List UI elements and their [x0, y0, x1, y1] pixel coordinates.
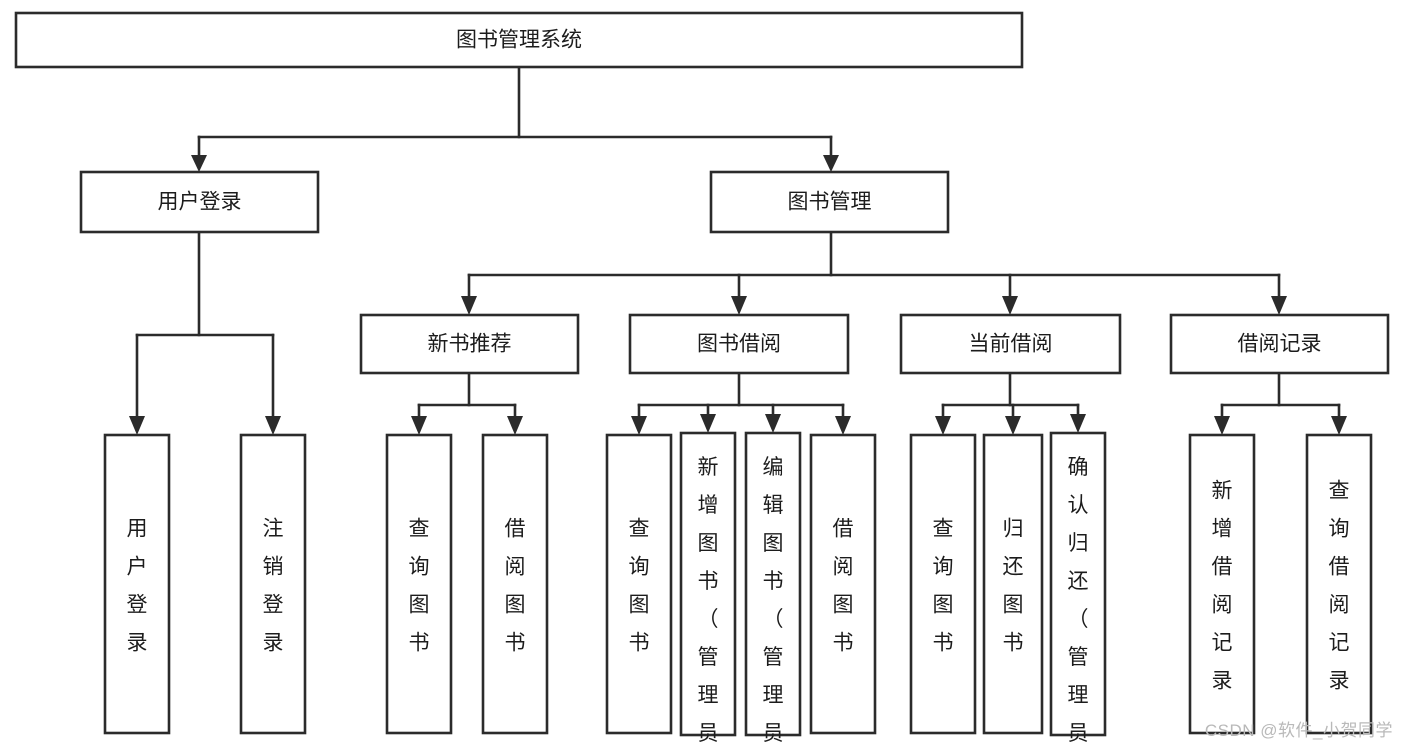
arrow-head-leaf-confirm-return	[1070, 414, 1086, 433]
arrow-head-current-borrow	[1002, 296, 1018, 315]
leaf-query-book-newbooks-label: 查询图书	[409, 517, 430, 654]
leaf-query-book-newbooks-box[interactable]	[385, 433, 453, 735]
node-current-borrow-box[interactable]	[899, 313, 1122, 375]
node-book-management[interactable]: 图书管理	[709, 170, 950, 234]
leaf-borrow-book-borrow[interactable]: 借阅图书	[809, 433, 877, 735]
leaf-query-book-borrow-label: 查询图书	[629, 517, 650, 654]
node-new-book-recommend[interactable]: 新书推荐	[359, 313, 580, 375]
leaf-query-book-borrow-box[interactable]	[605, 433, 673, 735]
node-borrow-records-label: 借阅记录	[1238, 333, 1322, 356]
node-borrow-records-box[interactable]	[1169, 313, 1390, 375]
leaf-add-book-admin[interactable]: 新增图书（管理员）	[679, 431, 737, 747]
leaf-return-book-box[interactable]	[982, 433, 1044, 735]
leaf-edit-book-admin-box[interactable]	[744, 431, 802, 737]
node-new-book-recommend-box[interactable]	[359, 313, 580, 375]
leaf-user-login-box[interactable]	[103, 433, 171, 735]
node-book-borrow-label: 图书借阅	[697, 333, 781, 356]
arrow-head-leaf-query-book-2	[631, 416, 647, 435]
node-root[interactable]: 图书管理系统	[14, 11, 1024, 69]
leaf-logout-label: 注销登录	[263, 517, 284, 654]
arrow-head-leaf-logout	[265, 416, 281, 435]
node-user-login-label: 用户登录	[158, 191, 242, 214]
arrow-head-user-login	[191, 155, 207, 172]
leaf-user-login[interactable]: 用户登录	[103, 433, 171, 735]
arrow-head-leaf-borrow-book-1	[507, 416, 523, 435]
arrow-head-leaf-user-login	[129, 416, 145, 435]
leaf-borrow-book-newbooks[interactable]: 借阅图书	[481, 433, 549, 735]
node-book-management-box[interactable]	[709, 170, 950, 234]
node-borrow-records[interactable]: 借阅记录	[1169, 313, 1390, 375]
leaf-query-book-newbooks[interactable]: 查询图书	[385, 433, 453, 735]
leaf-layer: 用户登录 注销登录 查询图书 借阅图书 查询图书 新增图书（管理员） 编辑图书（…	[103, 431, 1373, 747]
node-user-login[interactable]: 用户登录	[79, 170, 320, 234]
node-new-book-recommend-label: 新书推荐	[428, 333, 512, 356]
leaf-confirm-return-admin[interactable]: 确认归还（管理员）	[1049, 431, 1107, 747]
leaf-query-borrow-record-label: 查询借阅记录	[1329, 479, 1350, 692]
node-root-label: 图书管理系统	[456, 29, 582, 52]
leaf-borrow-book-borrow-label: 借阅图书	[833, 517, 854, 654]
leaf-query-book-current[interactable]: 查询图书	[909, 433, 977, 735]
leaf-add-book-admin-box[interactable]	[679, 431, 737, 737]
leaf-confirm-return-admin-box[interactable]	[1049, 431, 1107, 737]
leaf-add-borrow-record-label: 新增借阅记录	[1212, 479, 1233, 692]
arrow-head-book-mgmt	[823, 155, 839, 172]
leaf-confirm-return-admin-label: 确认归还（管理员）	[1068, 456, 1089, 747]
leaf-logout[interactable]: 注销登录	[239, 433, 307, 735]
arrow-head-borrow-records	[1271, 296, 1287, 315]
arrow-head-borrow-books	[731, 296, 747, 315]
node-root-box[interactable]	[14, 11, 1024, 69]
arrow-head-leaf-query-book-3	[935, 416, 951, 435]
leaf-query-book-current-box[interactable]	[909, 433, 977, 735]
leaf-return-book[interactable]: 归还图书	[982, 433, 1044, 735]
connector-layer	[129, 65, 1347, 435]
arrow-head-leaf-query-record	[1331, 416, 1347, 435]
leaf-borrow-book-borrow-box[interactable]	[809, 433, 877, 735]
leaf-borrow-book-newbooks-label: 借阅图书	[505, 517, 526, 654]
node-book-borrow[interactable]: 图书借阅	[628, 313, 850, 375]
leaf-add-borrow-record[interactable]: 新增借阅记录	[1188, 433, 1256, 735]
arrow-head-leaf-query-book-1	[411, 416, 427, 435]
leaf-query-book-current-label: 查询图书	[933, 517, 954, 654]
leaf-edit-book-admin-label: 编辑图书（管理员）	[763, 456, 784, 747]
arrow-head-leaf-return-book	[1005, 416, 1021, 435]
leaf-query-book-borrow[interactable]: 查询图书	[605, 433, 673, 735]
arrow-head-leaf-borrow-book-2	[835, 416, 851, 435]
leaf-user-login-label: 用户登录	[127, 517, 148, 654]
leaf-add-borrow-record-box[interactable]	[1188, 433, 1256, 735]
leaf-return-book-label: 归还图书	[1003, 517, 1024, 654]
leaf-add-book-admin-label: 新增图书（管理员）	[698, 456, 719, 747]
arrow-head-new-books	[461, 296, 477, 315]
leaf-borrow-book-newbooks-box[interactable]	[481, 433, 549, 735]
node-book-management-label: 图书管理	[788, 191, 872, 214]
arrow-head-leaf-add-record	[1214, 416, 1230, 435]
arrow-head-leaf-edit-book	[765, 414, 781, 433]
leaf-query-borrow-record-box[interactable]	[1305, 433, 1373, 735]
node-book-borrow-box[interactable]	[628, 313, 850, 375]
leaf-logout-box[interactable]	[239, 433, 307, 735]
arrow-head-leaf-add-book	[700, 414, 716, 433]
leaf-edit-book-admin[interactable]: 编辑图书（管理员）	[744, 431, 802, 747]
node-current-borrow-label: 当前借阅	[969, 333, 1053, 356]
leaf-query-borrow-record[interactable]: 查询借阅记录	[1305, 433, 1373, 735]
node-current-borrow[interactable]: 当前借阅	[899, 313, 1122, 375]
node-user-login-box[interactable]	[79, 170, 320, 234]
